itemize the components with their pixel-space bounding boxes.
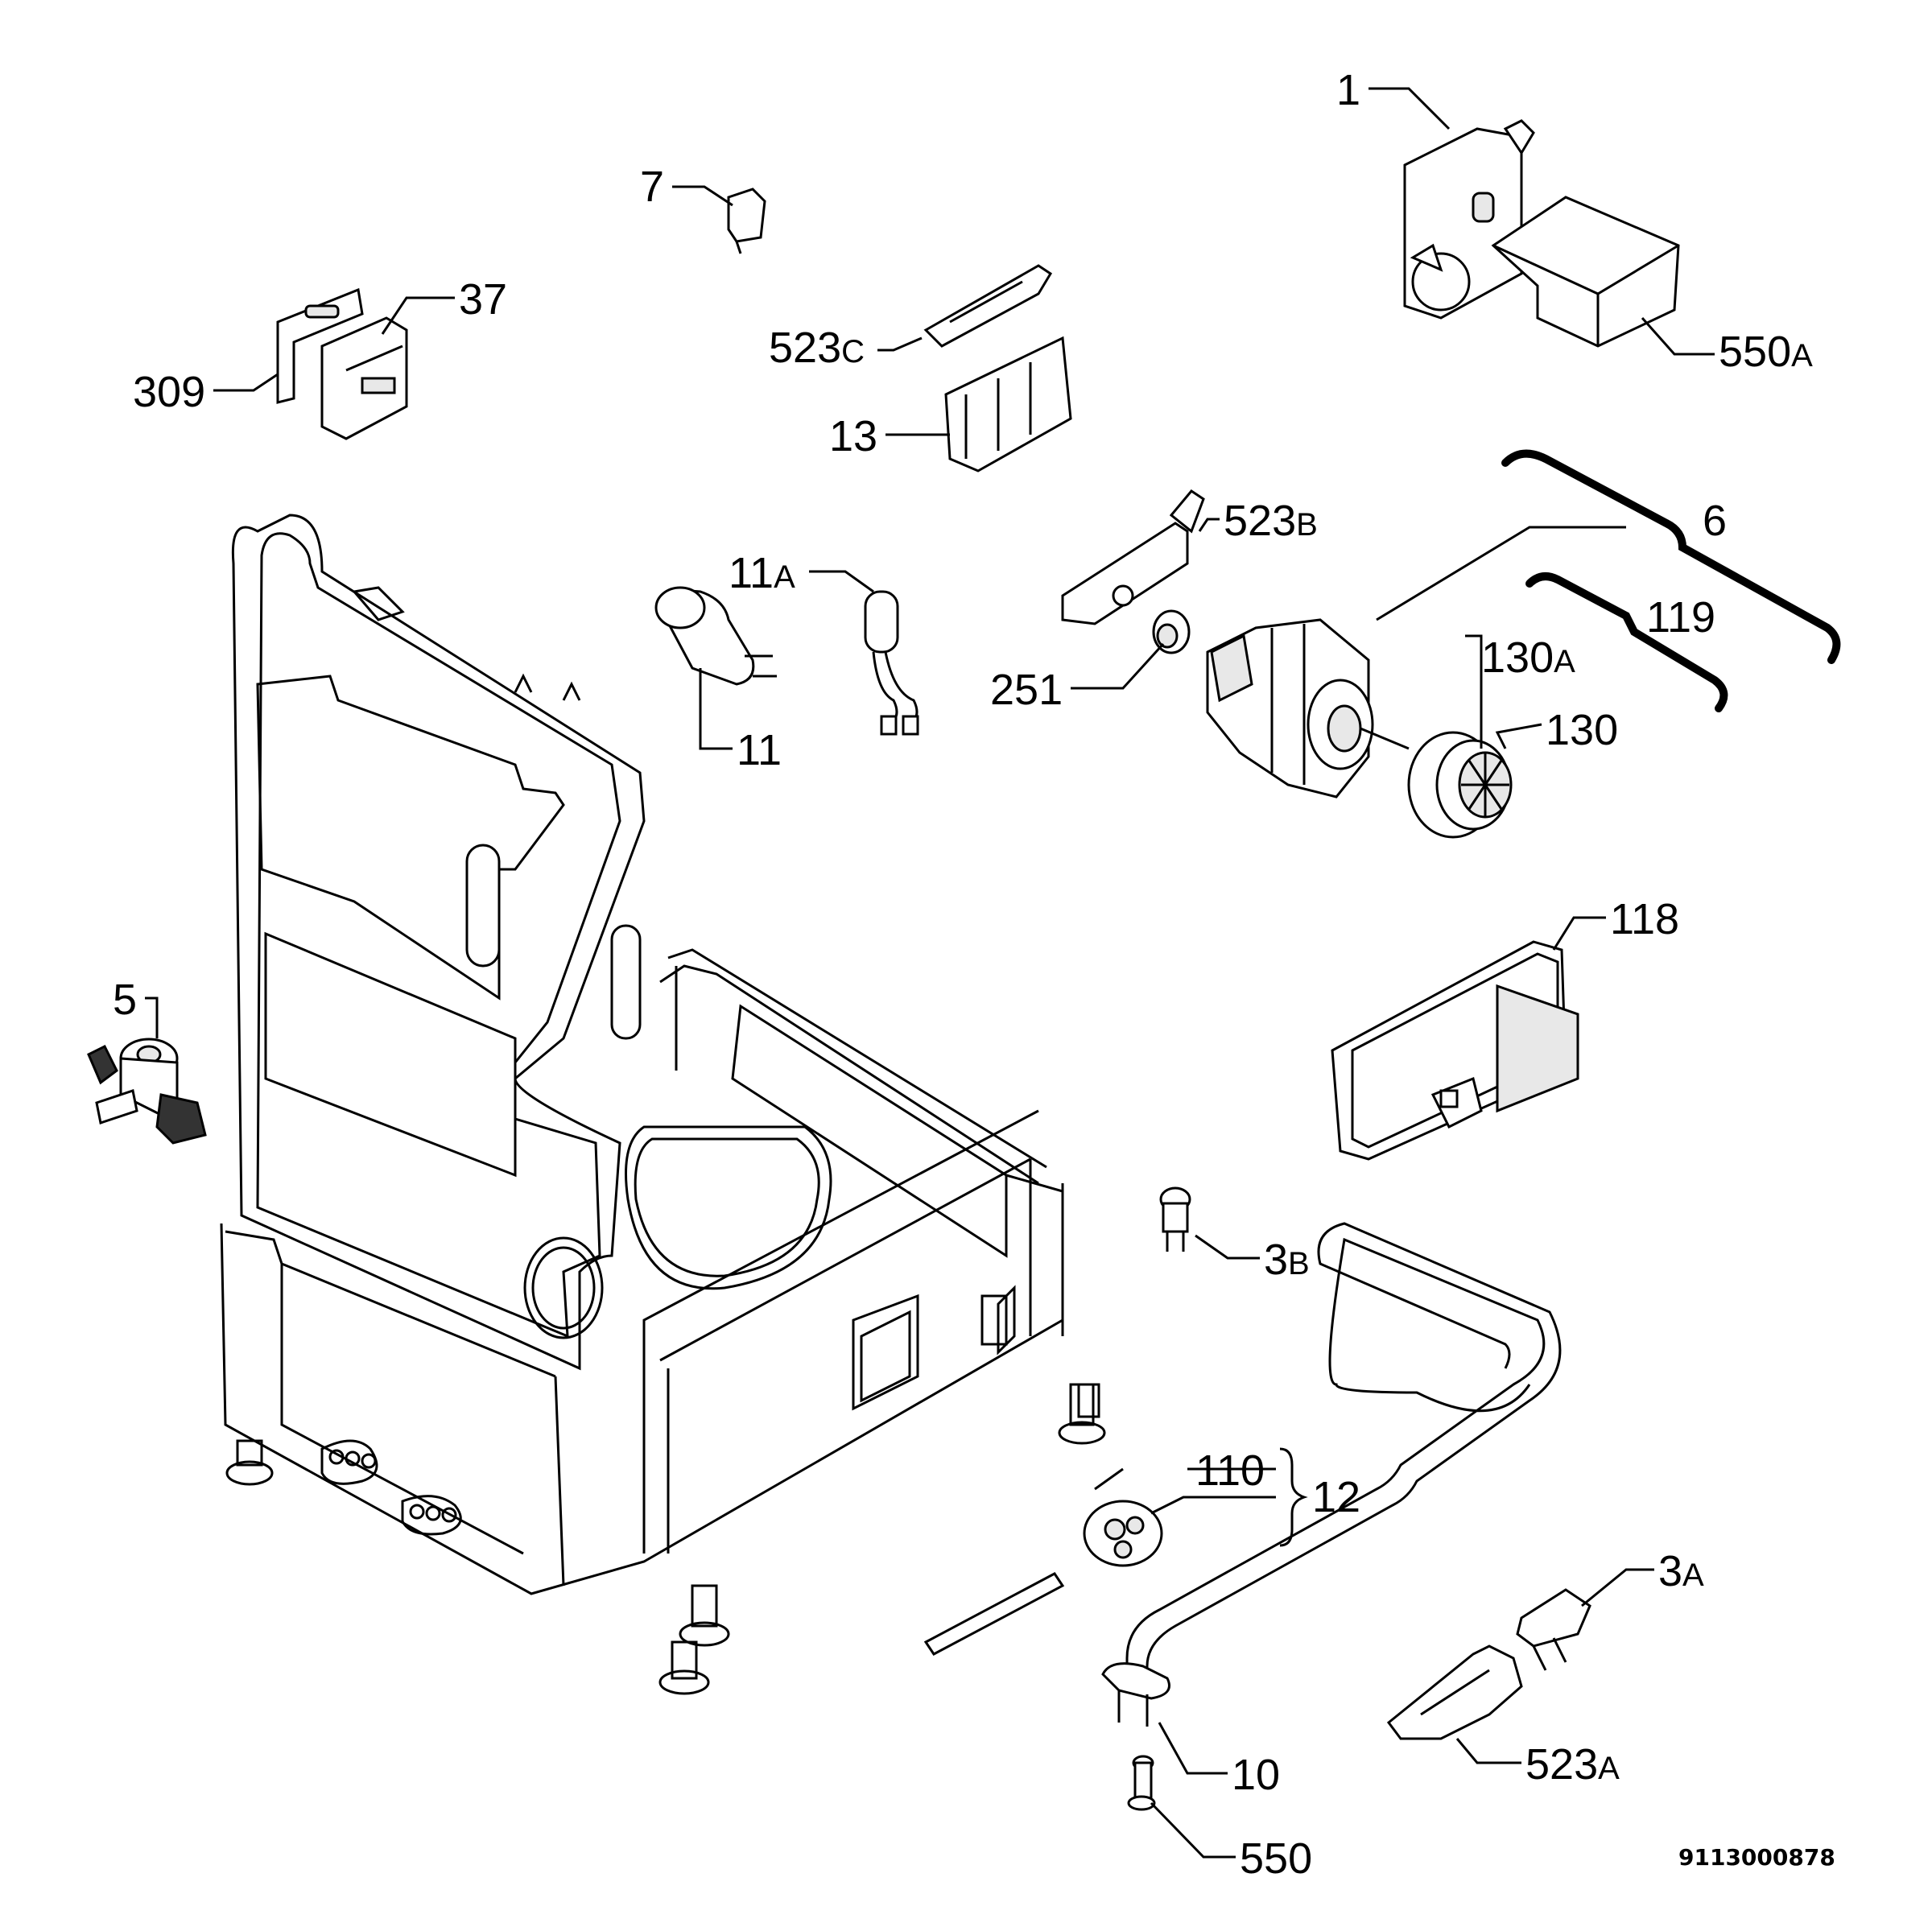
label-550a: 550A [1719, 328, 1813, 376]
label-130a: 130A [1481, 633, 1575, 682]
part-550a-cover [1491, 196, 1680, 348]
part-523b-bracket [1061, 489, 1205, 625]
part-7-clip [727, 188, 766, 254]
brace-119 [1525, 572, 1728, 712]
part-550-plug [1127, 1755, 1156, 1811]
leader-lines [145, 87, 1715, 1859]
part-labels: 1 550A 7 37 309 523C 13 523B 6 119 11A 1… [113, 66, 1835, 1883]
label-309: 309 [133, 368, 205, 416]
label-130: 130 [1546, 706, 1618, 754]
label-523b: 523B [1224, 497, 1318, 545]
part-130-impeller [1407, 731, 1513, 839]
part-309-bracket [276, 287, 364, 404]
brace-6 [1501, 449, 1841, 664]
label-11: 11 [737, 726, 782, 774]
label-13: 13 [829, 412, 877, 460]
label-3a: 3A [1658, 1547, 1704, 1595]
label-118: 118 [1610, 895, 1679, 943]
part-110-pressure-switch [923, 1500, 1163, 1656]
dishwasher-frame [220, 514, 1106, 1695]
part-13-terminal-block [944, 336, 1072, 472]
part-523c-bracket [923, 264, 1053, 348]
document-number: 9113000878 [1678, 1844, 1835, 1871]
label-5: 5 [113, 976, 137, 1024]
label-1: 1 [1336, 66, 1360, 114]
label-110: 110 [1195, 1446, 1265, 1495]
part-118-dispenser [1331, 940, 1579, 1161]
part-6-motor [1206, 618, 1410, 798]
label-523c: 523C [769, 324, 865, 372]
label-119: 119 [1646, 593, 1715, 642]
label-523a: 523A [1525, 1740, 1620, 1789]
label-550: 550 [1240, 1834, 1312, 1883]
part-11a-suppressor [864, 590, 919, 736]
part-5-inlet-valve [87, 1038, 207, 1145]
part-10-heating-element [1101, 1222, 1562, 1727]
label-251: 251 [990, 666, 1063, 714]
label-11a: 11A [729, 549, 795, 597]
part-11-capacitor [654, 586, 777, 686]
label-6: 6 [1703, 497, 1727, 545]
part-523a-bracket [1386, 1644, 1523, 1740]
brace-12 [1279, 1447, 1308, 1547]
part-3b-sensor [1159, 1186, 1191, 1252]
label-37: 37 [459, 275, 507, 324]
part-3a-thermostat [1516, 1588, 1591, 1671]
part-251-grommet [1152, 609, 1191, 654]
label-3b: 3B [1264, 1236, 1310, 1284]
label-7: 7 [640, 163, 664, 211]
part-1-timer [1403, 119, 1535, 320]
label-10: 10 [1232, 1751, 1280, 1799]
label-12: 12 [1312, 1473, 1360, 1521]
part-37-switch [320, 316, 408, 440]
